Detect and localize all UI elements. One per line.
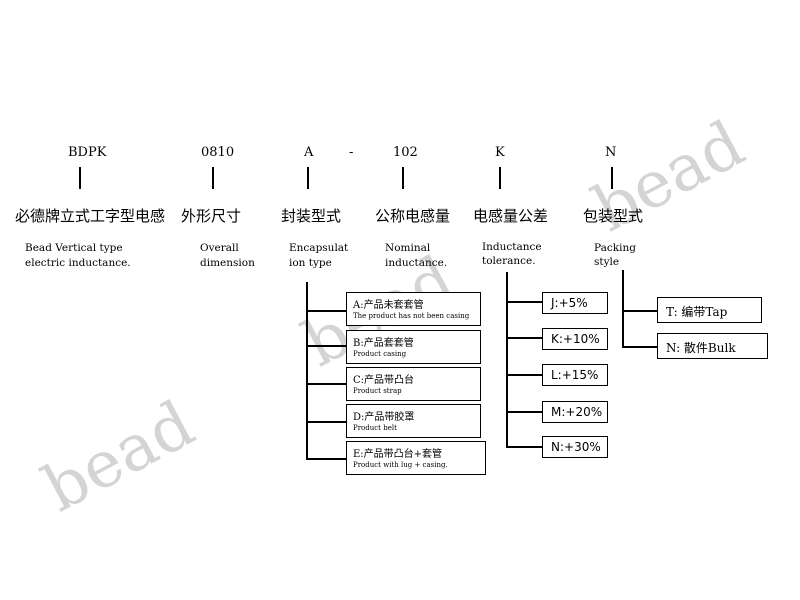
encap-option-b-cn: B:产品套套管 bbox=[353, 338, 414, 349]
label-dimension-en1: Overall bbox=[200, 242, 239, 254]
tick-3 bbox=[307, 167, 309, 189]
label-tolerance-en2: tolerance. bbox=[482, 255, 536, 267]
encap-option-c-en: Product strap bbox=[353, 387, 402, 395]
encap-option-a-en: The product has not been casing bbox=[353, 312, 470, 320]
tolerance-option-k: K:+10% bbox=[542, 328, 608, 350]
tolerance-option-m-label: M:+20% bbox=[551, 405, 603, 419]
label-encapsulation-en2: ion type bbox=[289, 257, 332, 269]
tolerance-option-l-label: L:+15% bbox=[551, 368, 599, 382]
encap-option-a: A:产品未套套管 The product has not been casing bbox=[346, 292, 481, 326]
encap-option-e: E:产品带凸台+套管 Product with lug + casing. bbox=[346, 441, 486, 475]
tolerance-option-j-label: J:+5% bbox=[551, 296, 588, 310]
tick-1 bbox=[79, 167, 81, 189]
tolerance-branch-l bbox=[506, 374, 542, 376]
tolerance-option-n-label: N:+30% bbox=[551, 440, 601, 454]
label-series-cn: 必德牌立式工字型电感 bbox=[15, 207, 166, 225]
code-encapsulation: A bbox=[304, 145, 314, 160]
label-packing-en1: Packing bbox=[594, 242, 636, 254]
encap-trunk bbox=[306, 282, 308, 460]
packing-branch-n bbox=[622, 346, 657, 348]
tolerance-branch-m bbox=[506, 411, 542, 413]
tolerance-branch-j bbox=[506, 301, 542, 303]
tolerance-branch-n bbox=[506, 446, 542, 448]
label-tolerance-cn: 电感量公差 bbox=[473, 207, 549, 225]
packing-option-bulk: N: 散件Bulk bbox=[657, 333, 768, 359]
watermark-1: bead bbox=[31, 387, 207, 527]
code-dimension: 0810 bbox=[201, 145, 235, 160]
code-tolerance: K bbox=[495, 145, 505, 160]
packing-branch-t bbox=[622, 310, 657, 312]
tick-2 bbox=[212, 167, 214, 189]
encap-branch-d bbox=[306, 421, 346, 423]
label-tolerance-en1: Inductance bbox=[482, 241, 542, 253]
encap-branch-c bbox=[306, 383, 346, 385]
packing-trunk bbox=[622, 270, 624, 348]
encap-option-b: B:产品套套管 Product casing bbox=[346, 330, 481, 364]
tolerance-option-k-label: K:+10% bbox=[551, 332, 600, 346]
encap-option-d: D:产品带胶罩 Product belt bbox=[346, 404, 481, 438]
label-packing-en2: style bbox=[594, 256, 620, 268]
code-packing: N bbox=[605, 145, 617, 160]
encap-option-b-en: Product casing bbox=[353, 350, 407, 358]
code-inductance: 102 bbox=[393, 145, 418, 160]
tolerance-option-m: M:+20% bbox=[542, 401, 608, 423]
encap-option-e-en: Product with lug + casing. bbox=[353, 461, 448, 469]
encap-branch-a bbox=[306, 310, 346, 312]
label-inductance-en2: inductance. bbox=[385, 257, 448, 269]
tick-5 bbox=[499, 167, 501, 189]
encap-option-c: C:产品带凸台 Product strap bbox=[346, 367, 481, 401]
label-encapsulation-en1: Encapsulat bbox=[289, 242, 349, 254]
label-inductance-cn: 公称电感量 bbox=[375, 207, 451, 225]
label-dimension-en2: dimension bbox=[200, 257, 255, 269]
tick-6 bbox=[611, 167, 613, 189]
encap-branch-e bbox=[306, 458, 346, 460]
encap-branch-b bbox=[306, 345, 346, 347]
tolerance-trunk bbox=[506, 272, 508, 448]
packing-option-bulk-label: N: 散件Bulk bbox=[666, 341, 736, 355]
encap-option-d-cn: D:产品带胶罩 bbox=[353, 412, 415, 423]
packing-option-tape: T: 编带Tap bbox=[657, 297, 762, 323]
packing-option-tape-label: T: 编带Tap bbox=[666, 305, 728, 319]
label-series-en1: Bead Vertical type bbox=[25, 242, 123, 254]
label-packing-cn: 包装型式 bbox=[583, 207, 644, 225]
tick-4 bbox=[402, 167, 404, 189]
encap-option-c-cn: C:产品带凸台 bbox=[353, 375, 415, 386]
tolerance-branch-k bbox=[506, 337, 542, 339]
label-dimension-cn: 外形尺寸 bbox=[181, 207, 242, 225]
code-dash: - bbox=[349, 145, 354, 160]
label-inductance-en1: Nominal bbox=[385, 242, 431, 254]
encap-option-e-cn: E:产品带凸台+套管 bbox=[353, 449, 443, 460]
tolerance-option-n: N:+30% bbox=[542, 436, 608, 458]
tolerance-option-j: J:+5% bbox=[542, 292, 608, 314]
label-series-en2: electric inductance. bbox=[25, 257, 131, 269]
label-encapsulation-cn: 封装型式 bbox=[281, 207, 342, 225]
encap-option-d-en: Product belt bbox=[353, 424, 397, 432]
tolerance-option-l: L:+15% bbox=[542, 364, 608, 386]
code-series: BDPK bbox=[68, 145, 107, 160]
encap-option-a-cn: A:产品未套套管 bbox=[353, 300, 424, 311]
